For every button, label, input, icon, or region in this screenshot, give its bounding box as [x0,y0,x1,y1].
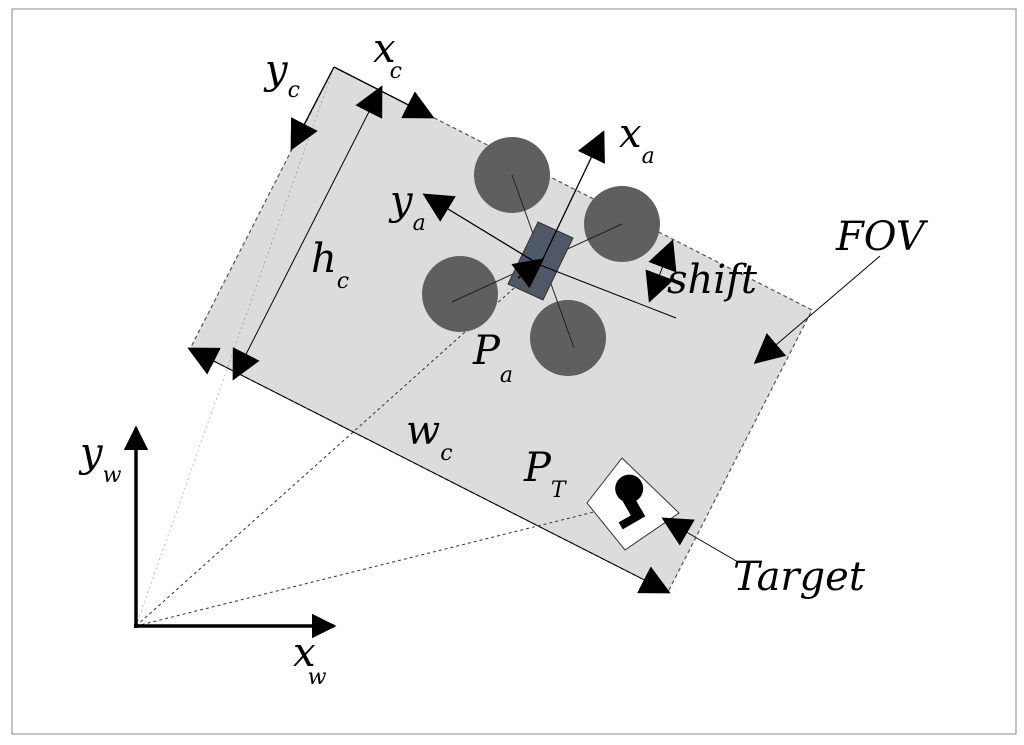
label-pt: PT [523,445,568,503]
label-xa: xa [619,111,655,169]
target [586,457,680,551]
rotor-front [474,137,550,213]
label-fov: FOV [835,214,929,260]
wc-dimension-arrow [187,347,671,594]
label-xc: xc [373,26,402,84]
rotor-back [530,300,606,376]
origin-to-pt-dashed [135,502,631,627]
origin-to-fov-corner-dashed [135,66,335,627]
label-yc: yc [263,47,300,103]
xc-axis-arrow [333,66,435,119]
shift-dimension-arrow [645,239,677,303]
label-shift: shift [667,257,758,303]
label-hc: hc [311,236,349,294]
label-ya: ya [388,178,426,236]
ya-axis-extension [539,264,677,319]
figure-border [11,8,1017,735]
person-silhouette-icon [615,474,646,530]
ya-axis-arrow [422,193,541,266]
heading-arrow [511,258,545,289]
label-yw: yw [78,430,122,488]
label-target: Target [733,554,866,600]
label-pa: Pa [472,328,513,388]
xa-axis-arrow [539,130,605,266]
quadrotor [422,137,660,376]
hc-dimension-arrow [232,85,383,381]
rotor-left [422,256,498,332]
label-wc: wc [406,408,453,466]
fov-pointer-arrow [753,255,881,364]
target-pointer-arrow [661,517,739,563]
